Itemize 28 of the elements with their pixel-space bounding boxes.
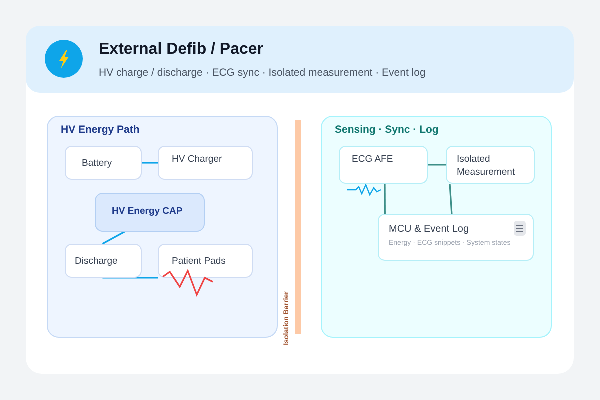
node-label: MCU & Event Log <box>389 223 470 236</box>
node-label: HV Energy CAP <box>112 205 183 218</box>
node-label: Battery <box>82 157 112 170</box>
node-label: ECG AFE <box>352 153 394 166</box>
capacitor-box <box>95 193 205 232</box>
process-box <box>339 146 428 184</box>
connector-line <box>102 277 158 279</box>
group-panel <box>321 116 552 338</box>
node-label: Isolated Measurement <box>457 153 516 179</box>
diagram-subtitle: HV charge / discharge · ECG sync · Isolated measurement · Event log <box>99 66 426 80</box>
process-box <box>65 244 142 278</box>
group-title: HV Energy Path <box>61 123 140 137</box>
process-box <box>446 146 535 184</box>
connector-line <box>102 231 126 245</box>
diagram-title: External Defib / Pacer <box>99 40 264 60</box>
node-label: Discharge <box>75 255 118 268</box>
process-box <box>378 214 534 261</box>
process-box <box>158 146 253 180</box>
connector-line <box>449 184 453 214</box>
group-title: Sensing · Sync · Log <box>335 123 439 137</box>
node-label: Patient Pads <box>172 255 226 268</box>
node-label: HV Charger <box>172 153 222 166</box>
group-panel <box>47 116 278 338</box>
process-box <box>65 146 142 180</box>
connector-line <box>428 164 446 166</box>
connector-line <box>384 184 386 214</box>
connector-line <box>142 162 158 164</box>
process-box <box>158 244 253 278</box>
